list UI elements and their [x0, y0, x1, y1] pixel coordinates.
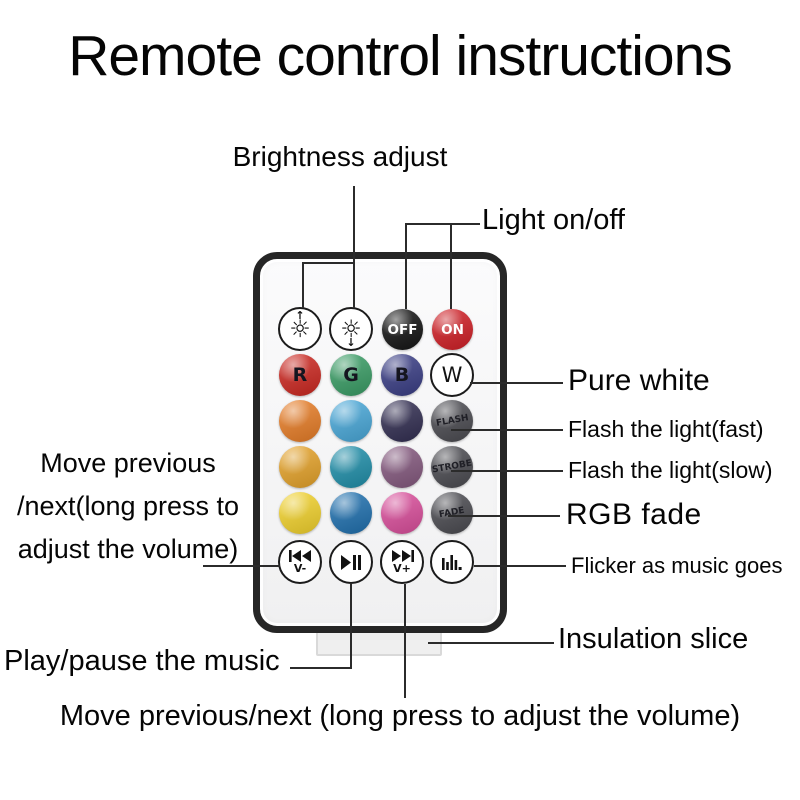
label-move-previous-next: Move previous /next(long press to adjust… — [2, 442, 254, 571]
button-mid-blue — [330, 492, 372, 534]
label-move-previous-next-bottom: Move previous/next (long press to adjust… — [59, 700, 741, 732]
button-amber — [279, 446, 321, 488]
callout-line-play-vertical — [350, 584, 352, 668]
callout-line-play-horizontal — [290, 667, 352, 669]
callout-line-off-drop — [405, 223, 407, 309]
callout-line-on-drop — [450, 223, 452, 309]
label-flicker-music: Flicker as music goes — [571, 553, 783, 578]
button-blue: B — [381, 354, 423, 396]
button-off: OFF — [382, 309, 423, 350]
button-orange — [279, 400, 321, 442]
button-next: V+ — [380, 540, 424, 584]
button-strobe-label: STROBE — [431, 458, 473, 476]
button-red-label: R — [292, 364, 308, 386]
button-on-label: ON — [441, 321, 464, 338]
button-brightness-down: ☼ ↓ — [329, 307, 373, 351]
label-move-previous-line2: /next(long press to — [16, 491, 240, 521]
button-flash: FLASH — [431, 400, 473, 442]
brightness-up-icon: ☼ — [289, 315, 311, 343]
button-teal — [330, 446, 372, 488]
callout-line-brightness-left-drop — [302, 262, 304, 308]
button-white-label: W — [441, 363, 463, 387]
button-yellow — [279, 492, 321, 534]
callout-line-pure-white — [470, 382, 563, 384]
button-red: R — [279, 354, 321, 396]
button-fade-label: FADE — [438, 505, 466, 521]
callout-line-light-bracket — [405, 223, 480, 225]
button-play-pause — [329, 540, 373, 584]
label-move-previous-line1: Move previous — [40, 448, 216, 478]
callout-line-insulation — [428, 642, 554, 644]
page-title: Remote control instructions — [68, 24, 733, 88]
button-pink — [381, 492, 423, 534]
button-sky-blue — [330, 400, 372, 442]
callout-line-rgb-fade — [448, 515, 560, 517]
label-flash-slow: Flash the light(slow) — [568, 457, 773, 483]
callout-line-flash-slow — [451, 470, 563, 472]
label-move-previous-line3: adjust the volume) — [17, 534, 239, 564]
label-insulation-slice: Insulation slice — [558, 623, 749, 655]
callout-line-flicker — [474, 565, 566, 567]
callout-line-vplus-vertical — [404, 584, 406, 698]
button-brightness-up: ☼ ↑ — [278, 307, 322, 351]
label-play-pause: Play/pause the music — [4, 645, 280, 677]
button-next-label: V+ — [393, 562, 411, 575]
arrow-down-icon: ↓ — [346, 336, 356, 349]
button-previous-label: V- — [293, 562, 307, 575]
previous-track-icon — [288, 550, 311, 562]
label-rgb-fade: RGB fade — [566, 498, 702, 531]
button-green: G — [330, 354, 372, 396]
button-flash-label: FLASH — [434, 413, 470, 429]
label-flash-fast: Flash the light(fast) — [568, 416, 764, 442]
next-track-icon — [391, 550, 414, 562]
button-dark-navy — [381, 400, 423, 442]
button-purple — [381, 446, 423, 488]
label-brightness-adjust: Brightness adjust — [232, 141, 448, 172]
button-green-label: G — [343, 364, 359, 386]
button-blue-label: B — [394, 364, 410, 386]
button-fade: FADE — [431, 492, 473, 534]
button-previous: V- — [278, 540, 322, 584]
button-white: W — [430, 353, 474, 397]
button-off-label: OFF — [387, 321, 418, 338]
play-pause-icon — [341, 554, 361, 570]
callout-line-move-previous — [203, 565, 280, 567]
brightness-down-icon: ☼ — [340, 315, 362, 343]
button-on: ON — [432, 309, 473, 350]
callout-line-brightness-vertical — [353, 186, 355, 308]
label-light-on-off: Light on/off — [482, 204, 625, 236]
callout-line-flash-fast — [451, 429, 563, 431]
label-pure-white: Pure white — [568, 364, 710, 397]
button-music — [430, 540, 474, 584]
callout-line-brightness-bracket — [302, 262, 355, 264]
arrow-up-icon: ↑ — [295, 309, 305, 322]
button-strobe: STROBE — [431, 446, 473, 488]
music-bars-icon — [442, 554, 462, 570]
